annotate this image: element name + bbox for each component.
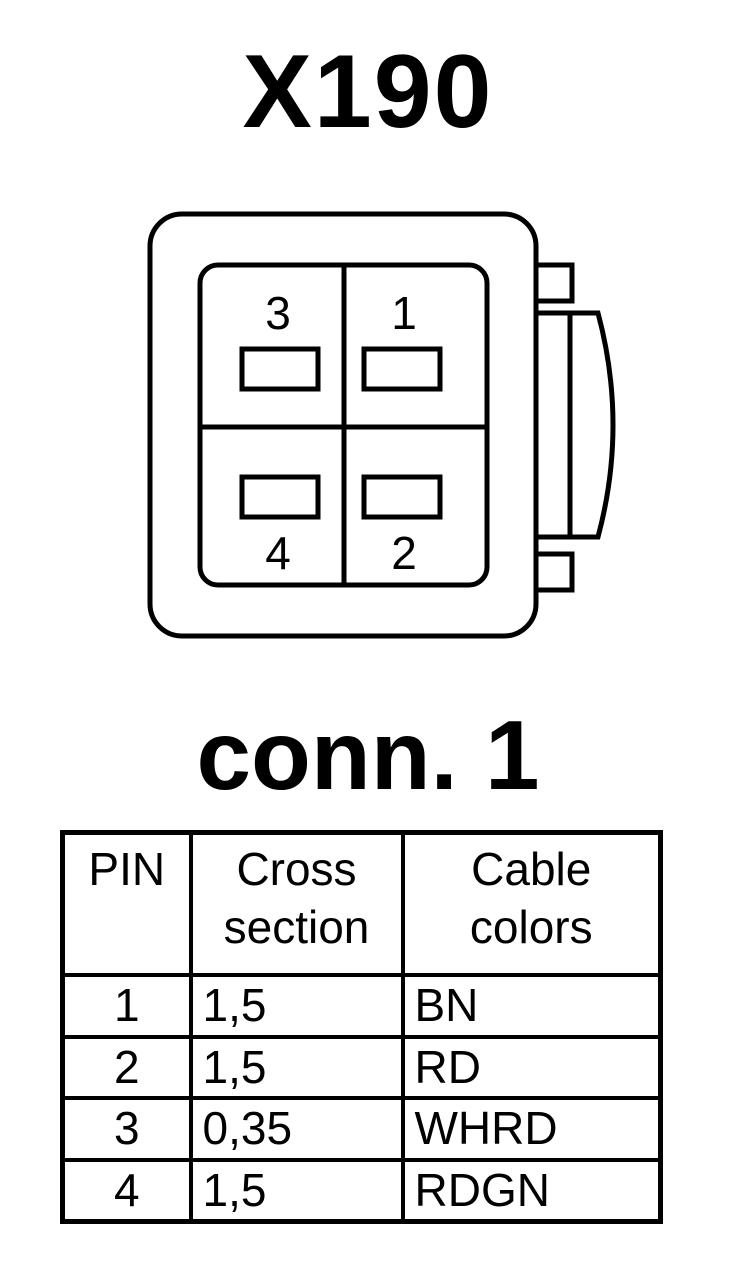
table-header-row: PIN Cross section Cable colors <box>60 830 663 977</box>
connector-title: X190 <box>242 34 494 150</box>
connector-diagram: 3 1 4 2 <box>147 211 616 639</box>
cell-pin: 4 <box>60 1157 193 1224</box>
cell-cross-section: 1,5 <box>188 973 405 1039</box>
header-cable-colors-line1: Cable <box>471 843 592 895</box>
table-row: 1 1,5 BN <box>60 973 663 1039</box>
header-cross-section-line2: section <box>223 900 370 953</box>
connector-label: conn. 1 <box>196 700 540 810</box>
pin-slot-4 <box>239 474 321 520</box>
cell-pin: 2 <box>60 1034 193 1100</box>
cell-cross-section: 0,35 <box>188 1096 405 1162</box>
cell-cable-color: RD <box>400 1034 663 1100</box>
header-cross-section: Cross section <box>188 830 405 977</box>
table-row: 3 0,35 WHRD <box>60 1096 663 1162</box>
header-cable-colors-line2: colors <box>469 900 593 953</box>
pin-number-3: 3 <box>265 287 291 339</box>
pin-slot-1 <box>361 346 443 392</box>
cell-cross-section: 1,5 <box>188 1157 405 1224</box>
pin-slot-2 <box>361 474 443 520</box>
header-pin-line1: PIN <box>88 843 166 895</box>
header-pin: PIN <box>60 830 193 977</box>
cell-cable-color: WHRD <box>400 1096 663 1162</box>
cell-cross-section: 1,5 <box>188 1034 405 1100</box>
latch-tab-bottom <box>533 551 575 593</box>
connector-housing <box>147 211 539 639</box>
header-cable-colors: Cable colors <box>400 830 663 977</box>
pin-slot-3 <box>239 346 321 392</box>
latch-tab-top <box>533 262 575 304</box>
pin-number-1: 1 <box>391 287 417 339</box>
table-row: 2 1,5 RD <box>60 1034 663 1100</box>
cell-cable-color: BN <box>400 973 663 1039</box>
cell-pin: 1 <box>60 973 193 1039</box>
pin-number-2: 2 <box>391 527 417 579</box>
pin-number-4: 4 <box>265 527 291 579</box>
header-cross-section-line1: Cross <box>236 843 357 895</box>
pin-table: PIN Cross section Cable colors 1 1,5 BN … <box>60 830 663 1224</box>
latch-body <box>536 310 616 540</box>
cell-cable-color: RDGN <box>400 1157 663 1224</box>
table-row: 4 1,5 RDGN <box>60 1157 663 1224</box>
cell-pin: 3 <box>60 1096 193 1162</box>
